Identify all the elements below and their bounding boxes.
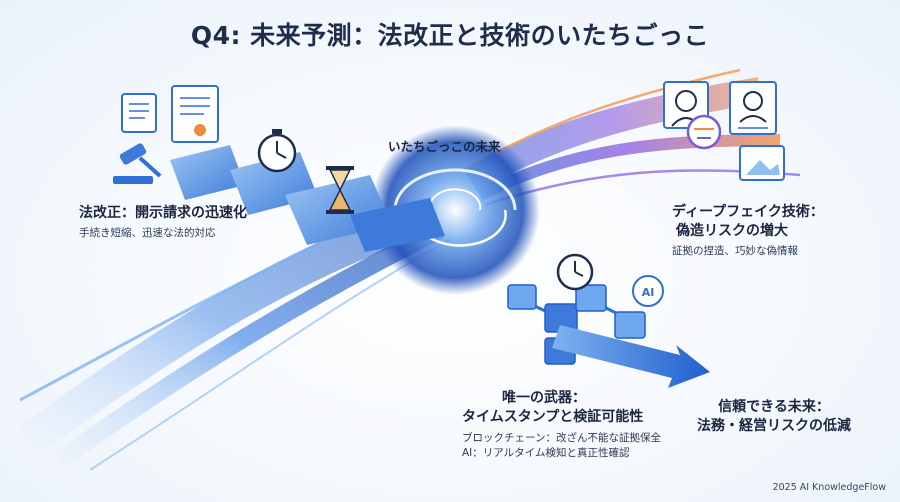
ai-brain-icon: AI bbox=[632, 275, 664, 307]
profile-frame-icon bbox=[729, 81, 777, 135]
deepfake-heading-2: 偽造リスクの増大 bbox=[676, 223, 788, 239]
weapon-sub-2: AI：リアルタイム検知と真正性確認 bbox=[462, 447, 630, 459]
certificate-icon bbox=[171, 85, 219, 143]
future-block: 信頼できる未来： 法務・経営リスクの低減 bbox=[697, 398, 851, 436]
weapon-block: 唯一の武器： タイムスタンプと検証可能性 ブロックチェーン：改ざん不能な証拠保全… bbox=[462, 389, 661, 461]
image-window-icon bbox=[739, 145, 785, 181]
timestamp-clock-icon bbox=[556, 253, 594, 291]
law-reform-sub: 手続き短縮、迅速な法的対応 bbox=[79, 227, 216, 239]
deepfake-heading-1: ディープフェイク技術： bbox=[672, 204, 824, 220]
stopwatch-icon bbox=[257, 129, 297, 173]
law-reform-block: 法改正：開示請求の迅速化 手続き短縮、迅速な法的対応 bbox=[79, 204, 247, 241]
weapon-sub-1: ブロックチェーン：改ざん不能な証拠保全 bbox=[462, 432, 661, 444]
future-arrow bbox=[552, 325, 710, 388]
footer-credit: 2025 AI KnowledgeFlow bbox=[772, 482, 886, 493]
hourglass-icon bbox=[326, 166, 354, 214]
gavel-icon bbox=[113, 143, 162, 184]
glitch-face-icon bbox=[686, 114, 722, 150]
weapon-heading-1: 唯一の武器： bbox=[502, 390, 586, 406]
center-label: いたちごっこの未来 bbox=[388, 139, 501, 154]
law-reform-heading: 法改正：開示請求の迅速化 bbox=[79, 205, 247, 221]
deepfake-sub: 証拠の捏造、巧妙な偽情報 bbox=[672, 245, 798, 257]
document-icon bbox=[121, 93, 157, 133]
ai-chip-label: AI bbox=[642, 286, 655, 299]
swirl-vortex bbox=[370, 125, 540, 295]
deepfake-block: ディープフェイク技術： 偽造リスクの増大 証拠の捏造、巧妙な偽情報 bbox=[672, 203, 824, 259]
page-title: Q4: 未来予測：法改正と技術のいたちごっこ bbox=[190, 21, 710, 50]
future-heading-2: 法務・経営リスクの低減 bbox=[697, 418, 851, 434]
weapon-heading-2: タイムスタンプと検証可能性 bbox=[462, 409, 644, 425]
future-heading-1: 信頼できる未来： bbox=[718, 399, 830, 415]
